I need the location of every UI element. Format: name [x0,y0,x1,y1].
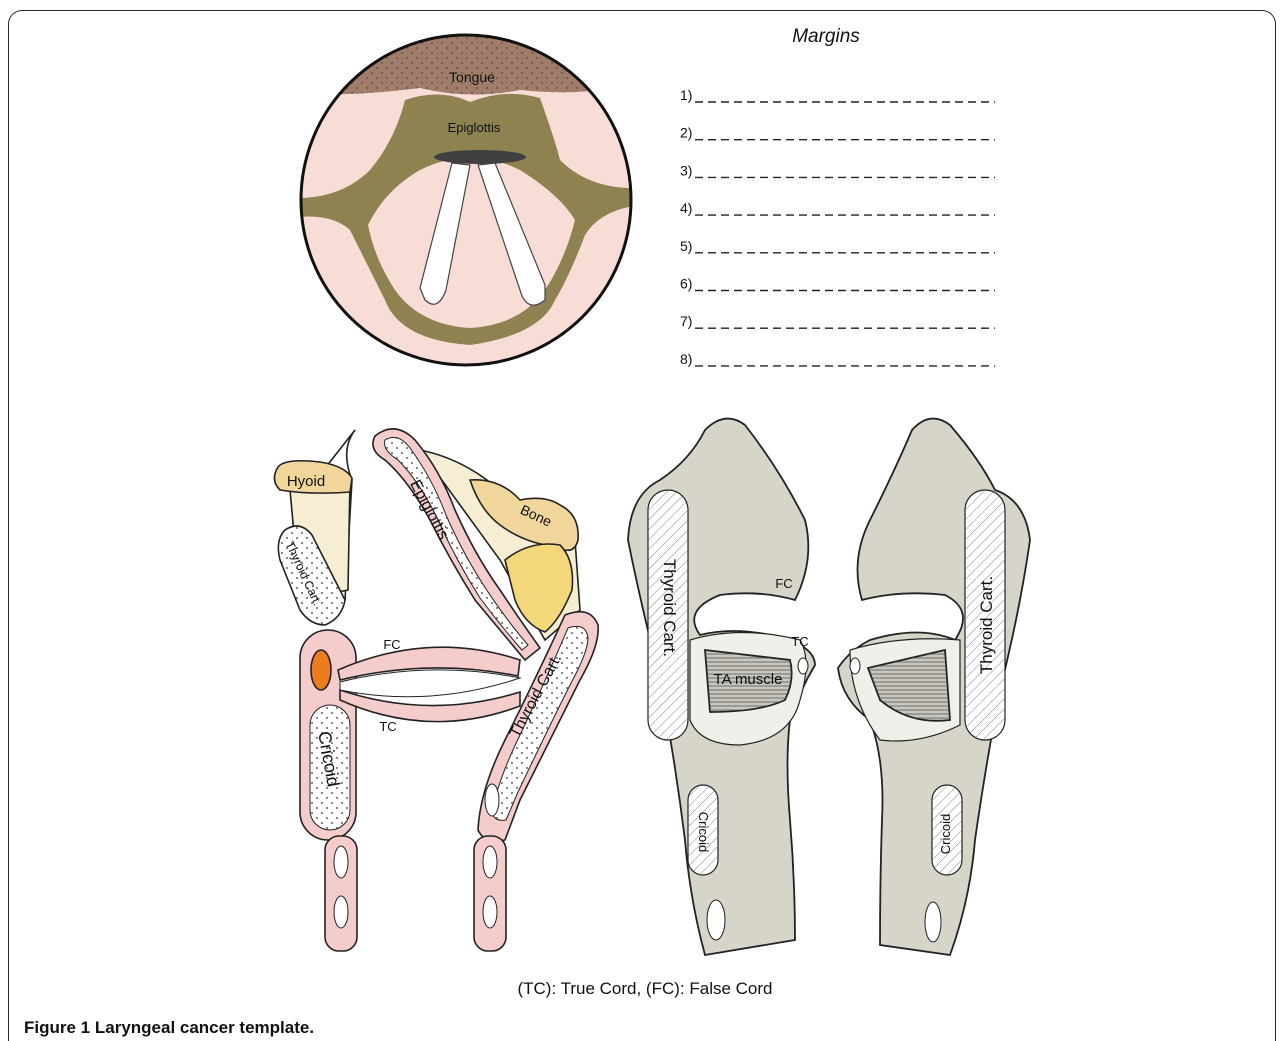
coronal-thyroid-cart-left-label: Thyroid Cart. [660,559,679,657]
figure-label: Figure 1 [24,1018,90,1037]
figure-caption: Figure 1 Laryngeal cancer template. [24,1018,314,1038]
tongue-label: Tongue [449,69,495,85]
hyoid-label: Hyoid [287,473,325,490]
margin-number-6: 6) [680,276,692,292]
coronal-tc-label: TC [791,634,808,649]
coronal-fc-label: FC [775,576,792,591]
coronal-view [628,419,1030,955]
coronal-cricoid-left-label: Cricoid [696,812,711,852]
margin-number-2: 2) [680,125,692,141]
ta-muscle-label: TA muscle [714,671,783,688]
margin-number-5: 5) [680,238,692,254]
epiglottis-label: Epiglottis [448,120,501,135]
margin-number-4: 4) [680,200,692,216]
margins-title: Margins [792,26,860,47]
margins-section: Margins 1) 2) 3) 4) 5) 6) 7) 8) [680,26,995,367]
cord-legend: (TC): True Cord, (FC): False Cord [517,979,772,998]
coronal-cricoid-right-label: Cricoid [938,814,953,854]
endoscopic-view: Tongue Epiglottis [290,30,640,365]
arytenoid-marker [311,650,331,690]
glottis-opening [434,150,526,164]
tc-sagittal-label: TC [379,719,396,734]
coronal-thyroid-cart-right-label: Thyroid Cart. [977,576,996,674]
fc-sagittal-label: FC [383,637,400,652]
margin-number-8: 8) [680,351,692,367]
margin-number-1: 1) [680,87,692,103]
margin-number-3: 3) [680,162,692,178]
figure-title: Laryngeal cancer template. [95,1018,314,1037]
margin-number-7: 7) [680,313,692,329]
